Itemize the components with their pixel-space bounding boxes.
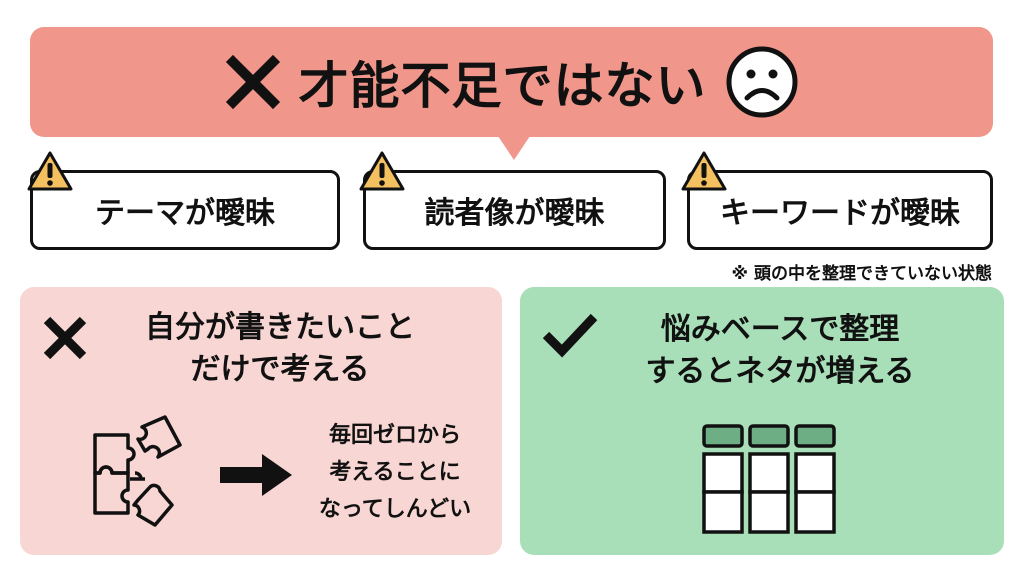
bad-approach-title: 自分が書きたいこと だけで考える <box>110 307 450 391</box>
title-line: するとネタが増える <box>645 354 915 389</box>
banner-pointer <box>498 136 530 160</box>
warning-icon <box>359 151 405 191</box>
issue-box-keyword: キーワードが曖昧 <box>687 170 993 250</box>
issue-label: 読者像が曖昧 <box>424 196 605 231</box>
cross-icon <box>225 54 280 110</box>
cross-icon <box>43 316 87 360</box>
footnote: ※ 頭の中を整理できていない状態 <box>731 264 992 284</box>
good-approach-panel: 悩みベースで整理 するとネタが増える <box>520 287 1004 555</box>
sad-face-icon <box>726 46 797 118</box>
warning-icon <box>681 151 727 191</box>
puzzle-pieces-icon <box>93 415 182 527</box>
issue-box-reader: 読者像が曖昧 <box>363 170 666 250</box>
table-grid-icon <box>702 424 836 534</box>
issue-label: キーワードが曖昧 <box>720 196 960 231</box>
right-arrow-icon <box>220 454 292 496</box>
title-line: だけで考える <box>190 352 370 387</box>
good-approach-title: 悩みベースで整理 するとネタが増える <box>610 309 950 393</box>
checkmark-icon <box>542 313 598 358</box>
title-line: 悩みベースで整理 <box>660 312 900 347</box>
result-line: 毎回ゼロから <box>328 423 461 448</box>
title-line: 自分が書きたいこと <box>145 310 415 345</box>
bad-approach-panel: 自分が書きたいこと だけで考える 毎回ゼロから 考えることに なってしんどい <box>20 287 502 555</box>
bad-result-text: 毎回ゼロから 考えることに なってしんどい <box>300 417 490 528</box>
warning-icon <box>27 151 73 191</box>
result-line: なってしんどい <box>318 497 472 522</box>
result-line: 考えることに <box>329 460 461 485</box>
headline-title: 才能不足ではない <box>298 57 707 115</box>
headline-banner: 才能不足ではない <box>30 27 993 137</box>
issue-box-theme: テーマが曖昧 <box>30 170 340 250</box>
issue-label: テーマが曖昧 <box>95 196 275 231</box>
